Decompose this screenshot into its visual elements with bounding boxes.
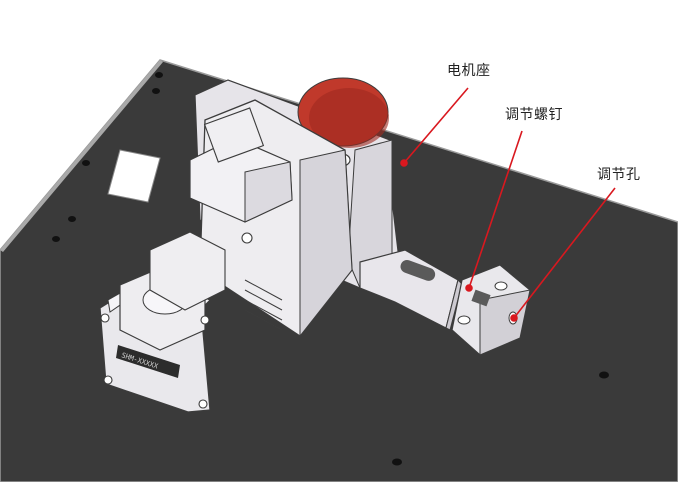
plate-holes <box>52 72 609 466</box>
plate-hole <box>155 72 163 78</box>
leader-lines <box>400 87 616 322</box>
motor-seat-marker <box>400 159 408 167</box>
adjusting-screw-marker <box>465 284 473 292</box>
adjusting-screw-leader <box>468 130 523 289</box>
plate-hole <box>68 216 76 222</box>
callout-adjusting-hole: 调节孔 <box>597 167 641 183</box>
motor-seat-leader <box>403 87 469 164</box>
plate-hole <box>152 88 160 94</box>
plate-hole <box>392 458 402 466</box>
adjusting-hole-marker <box>510 314 518 322</box>
callout-motor-seat: 电机座 <box>447 63 491 79</box>
adjusting-hole-leader <box>513 187 616 319</box>
servo-motor: SHM-XXXXX <box>99 99 353 413</box>
bracket-slot <box>400 260 436 281</box>
plate-hole <box>82 160 90 166</box>
plate-hole <box>599 371 609 379</box>
plate-hole <box>52 236 60 242</box>
callout-adjusting-screw: 调节螺钉 <box>505 107 563 123</box>
motor-nameplate <box>116 345 180 378</box>
